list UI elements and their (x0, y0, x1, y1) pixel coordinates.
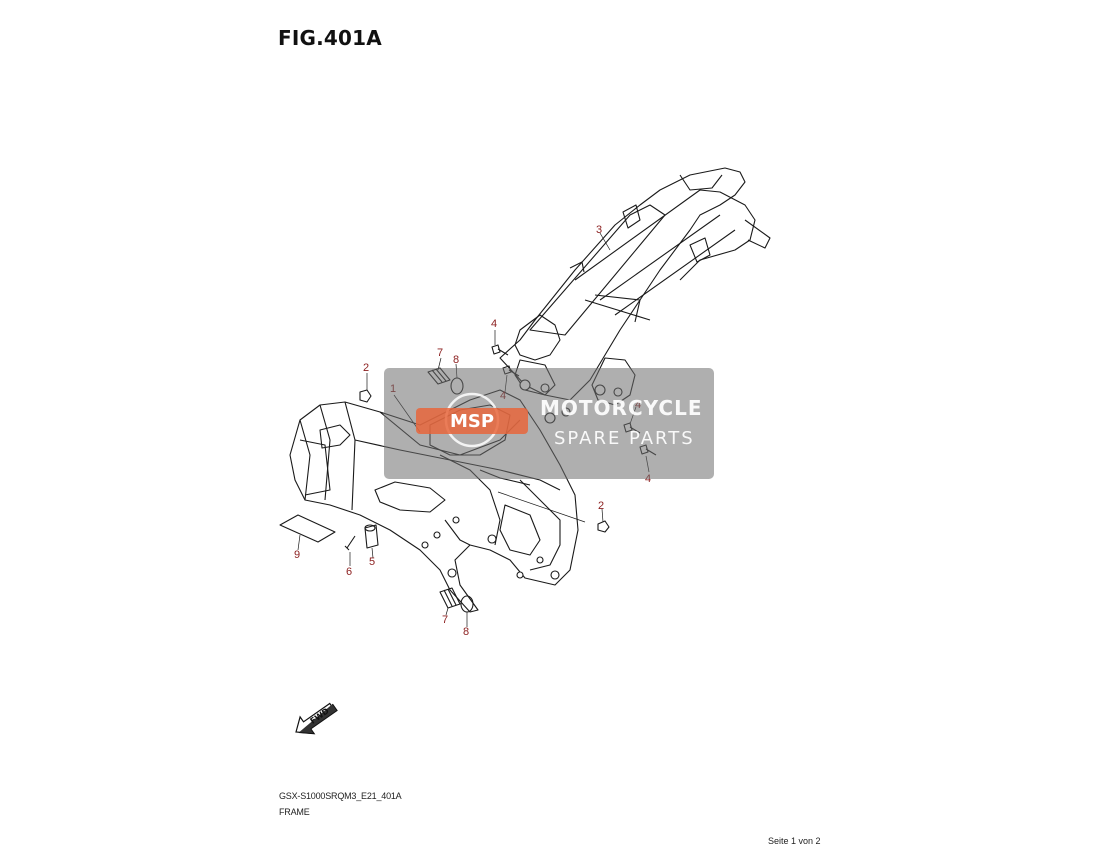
callout-6[interactable]: 6 (346, 566, 352, 578)
callout-3[interactable]: 3 (596, 224, 602, 236)
callout-4[interactable]: 4 (645, 473, 651, 485)
watermark-line-1: MOTORCYCLE (540, 396, 703, 420)
callout-8[interactable]: 8 (453, 354, 459, 366)
spacer-7b (439, 587, 461, 609)
callout-2[interactable]: 2 (363, 362, 369, 374)
fwd-arrow-icon: FWD (295, 702, 338, 735)
nut-2a (359, 389, 372, 403)
watermark-line-2: SPARE PARTS (554, 428, 695, 449)
callout-5[interactable]: 5 (369, 556, 375, 568)
collar-5 (364, 524, 379, 549)
callout-7[interactable]: 7 (442, 614, 448, 626)
nut-2b (597, 520, 610, 533)
page-number: Seite 1 von 2 (768, 836, 821, 846)
group-name: FRAME (279, 807, 310, 817)
screw-6 (344, 535, 356, 551)
watermark-logo-text: MSP (450, 411, 494, 432)
watermark-overlay: MSP MOTORCYCLE SPARE PARTS (384, 368, 714, 479)
watermark-logo-icon: MSP (416, 392, 528, 448)
callout-4[interactable]: 4 (491, 318, 497, 330)
callout-9[interactable]: 9 (294, 549, 300, 561)
bolt-4a (491, 344, 509, 356)
callout-8[interactable]: 8 (463, 626, 469, 638)
figure-title: FIG.401A (278, 26, 382, 50)
callout-2[interactable]: 2 (598, 500, 604, 512)
plate-9 (279, 514, 336, 543)
model-code: GSX-S1000SRQM3_E21_401A (279, 791, 402, 801)
callout-7[interactable]: 7 (437, 347, 443, 359)
